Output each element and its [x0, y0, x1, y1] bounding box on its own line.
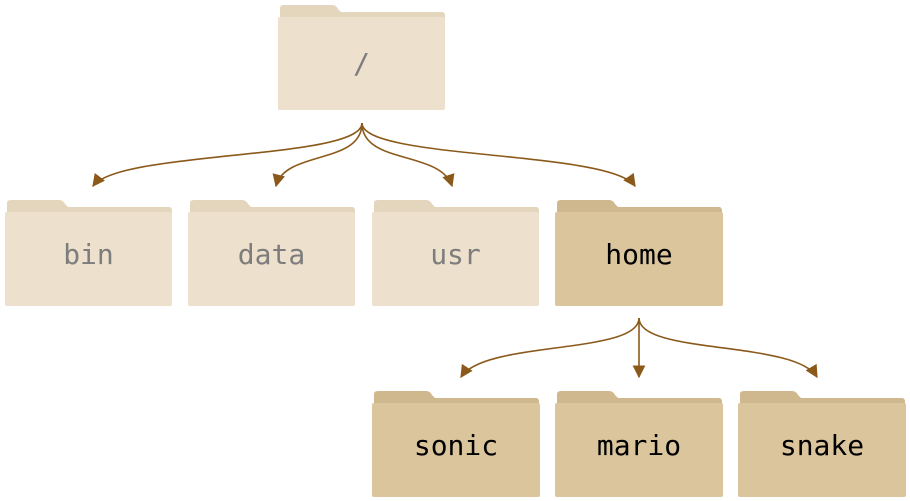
folder-data: data	[188, 200, 355, 306]
folder-data-tab	[190, 200, 355, 215]
folder-bin: bin	[5, 200, 172, 306]
folder-usr-body	[372, 212, 539, 306]
edge-root-bin	[92, 122, 363, 188]
folder-data-body	[188, 212, 355, 306]
folder-root: /	[278, 5, 445, 110]
edge-home-sonic	[460, 317, 640, 379]
folder-sonic-tab	[374, 391, 539, 406]
folder-root-tab	[280, 5, 445, 20]
folder-mario-body	[555, 403, 723, 497]
folder-home-label: home	[605, 238, 672, 271]
folder-home: home	[555, 200, 723, 306]
folder-mario-label: mario	[597, 429, 681, 462]
folder-usr: usr	[372, 200, 539, 306]
folder-sonic: sonic	[372, 391, 540, 497]
folder-bin-label: bin	[63, 238, 114, 271]
folder-snake-label: snake	[780, 429, 864, 462]
folder-home-body	[555, 212, 723, 306]
folder-snake-tab	[740, 391, 905, 406]
folder-snake-body	[738, 403, 906, 497]
edge-root-home	[361, 122, 636, 188]
folder-bin-body	[5, 212, 172, 306]
folder-snake: snake	[738, 391, 906, 497]
folder-data-label: data	[238, 238, 305, 271]
edge-home-snake	[638, 317, 818, 379]
folder-root-body	[278, 17, 445, 110]
folder-usr-tab	[374, 200, 539, 215]
edge-root-usr	[361, 122, 455, 188]
folder-usr-label: usr	[430, 238, 481, 271]
folder-sonic-body	[372, 403, 540, 497]
folder-bin-tab	[7, 200, 172, 215]
folder-mario: mario	[555, 391, 723, 497]
folder-home-tab	[557, 200, 722, 215]
folder-sonic-label: sonic	[414, 429, 498, 462]
edge-root-data	[272, 122, 363, 188]
folder-mario-tab	[557, 391, 722, 406]
folder-root-label: /	[353, 47, 370, 80]
